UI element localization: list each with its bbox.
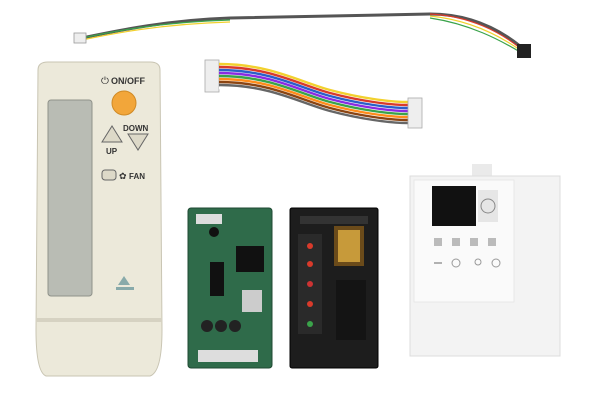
up-button[interactable] xyxy=(101,125,123,143)
right-connector xyxy=(517,44,531,58)
adapter-led-1 xyxy=(307,243,313,249)
left-connector xyxy=(73,32,87,44)
wall-controller xyxy=(409,164,561,357)
ribbon-wire xyxy=(218,83,409,125)
up-label: UP xyxy=(106,147,118,156)
down-button[interactable] xyxy=(127,133,149,151)
pcb-header-top xyxy=(196,214,222,224)
controller-button-2[interactable] xyxy=(452,238,460,246)
pcb-capacitor-3 xyxy=(229,320,241,332)
adapter-led-4 xyxy=(307,301,313,307)
controller-button-4[interactable] xyxy=(488,238,496,246)
fan-speed-icon xyxy=(491,258,501,268)
power-button[interactable] xyxy=(111,90,137,116)
adapter-led-2 xyxy=(307,261,313,267)
pcb-header-side xyxy=(242,290,262,312)
ribbon-wire xyxy=(218,68,409,110)
fan-label: FAN xyxy=(129,172,145,181)
pcb-chip xyxy=(236,246,264,272)
ribbon-wire xyxy=(218,65,409,107)
ribbon-connector-right xyxy=(407,97,423,129)
ribbon-cable xyxy=(204,59,423,129)
pcb-header-bottom xyxy=(198,350,258,362)
ribbon-wire xyxy=(218,80,409,122)
ribbon-connector-left xyxy=(204,59,220,93)
controller-button-3[interactable] xyxy=(470,238,478,246)
mode-icon xyxy=(474,258,482,266)
ribbon-wire xyxy=(218,86,409,128)
remote-control: ⏻ ON/OFF DOWN UP ✿ FAN xyxy=(35,61,163,377)
controller-keypad xyxy=(478,190,498,222)
daikin-logo xyxy=(118,276,130,285)
plus-icon xyxy=(451,258,461,268)
power-label: ON/OFF xyxy=(111,76,145,86)
ribbon-wire xyxy=(218,74,409,116)
controller-button-1[interactable] xyxy=(434,238,442,246)
adapter-led-5 xyxy=(307,321,313,327)
power-icon: ⏻ xyxy=(101,76,109,87)
adapter-led-3 xyxy=(307,281,313,287)
adapter-module xyxy=(289,207,379,369)
controller-display xyxy=(432,186,476,226)
lcd-display xyxy=(47,99,93,297)
down-label: DOWN xyxy=(123,124,149,133)
pcb-capacitor-2 xyxy=(215,320,227,332)
ribbon-wire xyxy=(218,71,409,113)
pcb-capacitor-1 xyxy=(201,320,213,332)
circuit-board xyxy=(187,207,273,369)
pcb-ic xyxy=(210,262,224,296)
fan-button[interactable] xyxy=(101,169,117,181)
ribbon-wire xyxy=(218,77,409,119)
fan-icon: ✿ xyxy=(119,171,127,181)
long-cable xyxy=(73,12,531,58)
ribbon-wire xyxy=(218,62,409,104)
